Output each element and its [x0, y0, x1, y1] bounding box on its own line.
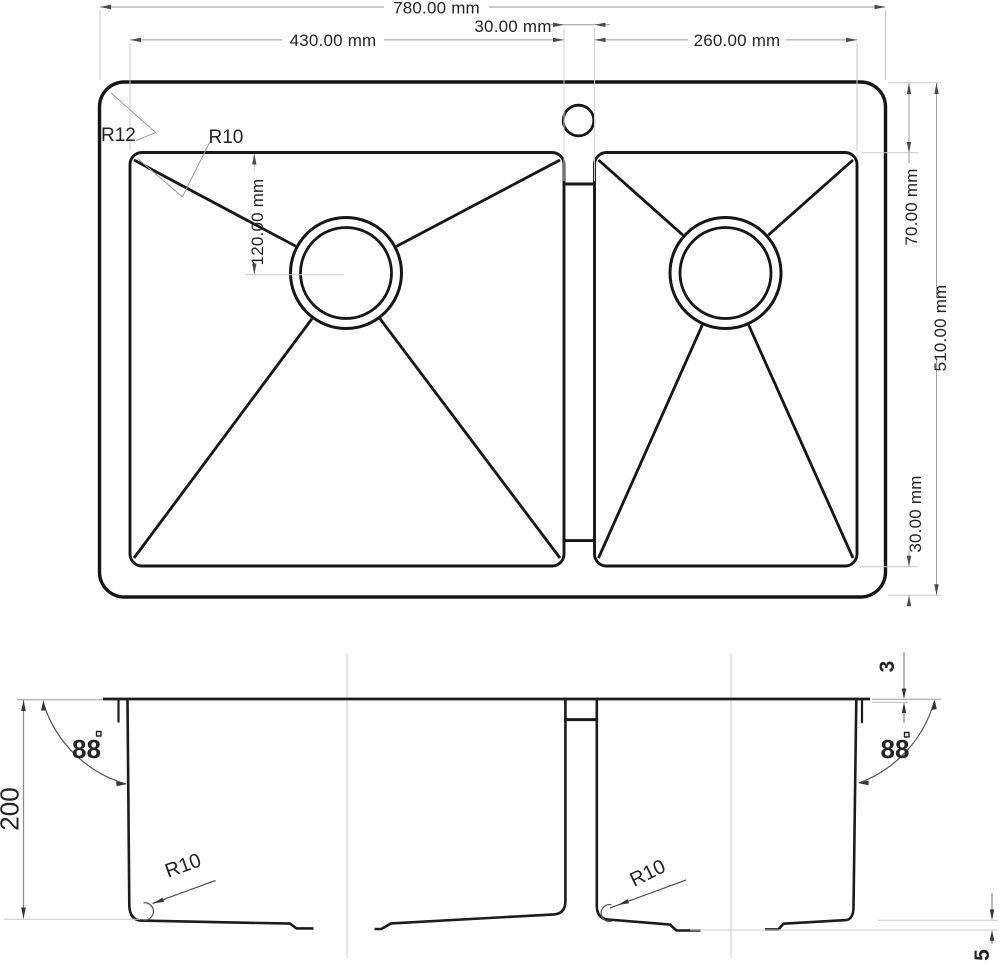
svg-text:5: 5 — [971, 949, 994, 961]
svg-text:88: 88 — [881, 734, 910, 764]
svg-text:70.00 mm: 70.00 mm — [902, 168, 921, 245]
svg-text:260.00 mm: 260.00 mm — [694, 31, 781, 50]
svg-text:88: 88 — [72, 734, 101, 764]
svg-text:30.00 mm: 30.00 mm — [906, 475, 925, 552]
svg-text:R10: R10 — [162, 849, 204, 882]
svg-text:R10: R10 — [627, 856, 670, 892]
svg-text:120.00 mm: 120.00 mm — [248, 179, 267, 266]
svg-text:R12: R12 — [101, 125, 136, 146]
svg-text:3: 3 — [876, 661, 899, 673]
svg-text:R10: R10 — [209, 127, 244, 148]
svg-text:30.00 mm: 30.00 mm — [474, 17, 551, 36]
svg-text:510.00 mm: 510.00 mm — [931, 285, 950, 372]
svg-text:780.00 mm: 780.00 mm — [393, 0, 480, 18]
svg-text:430.00 mm: 430.00 mm — [290, 31, 377, 50]
svg-text:200: 200 — [0, 787, 25, 830]
